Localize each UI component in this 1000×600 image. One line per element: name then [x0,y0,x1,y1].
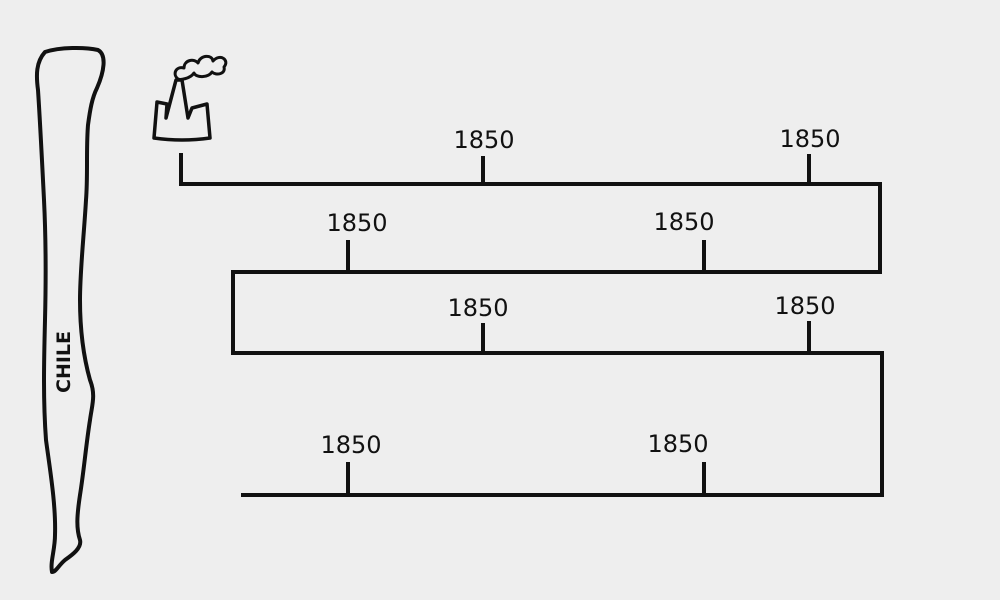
chile-map-outline [34,45,106,574]
timeline-row-2: 1850 1850 [326,208,715,272]
timeline-tick-label: 1850 [326,209,387,237]
timeline-tick-label: 1850 [320,431,381,459]
chile-map: CHILE [34,45,106,574]
timeline-tick-label: 1850 [447,294,508,322]
timeline-tick-label: 1850 [774,292,835,320]
timeline-tick-label: 1850 [653,208,714,236]
timeline-tick-label: 1850 [453,126,514,154]
timeline-row-3: 1850 1850 [447,292,836,353]
timeline-path [179,153,884,497]
chile-map-label: CHILE [53,331,75,393]
timeline-tick-label: 1850 [647,430,708,458]
timeline-row-1: 1850 1850 [453,125,841,184]
factory-outline [152,78,212,142]
timeline-row-4: 1850 1850 [320,430,709,495]
factory-icon [152,54,228,142]
timeline-tick-label: 1850 [779,125,840,153]
factory-smoke [173,54,228,81]
